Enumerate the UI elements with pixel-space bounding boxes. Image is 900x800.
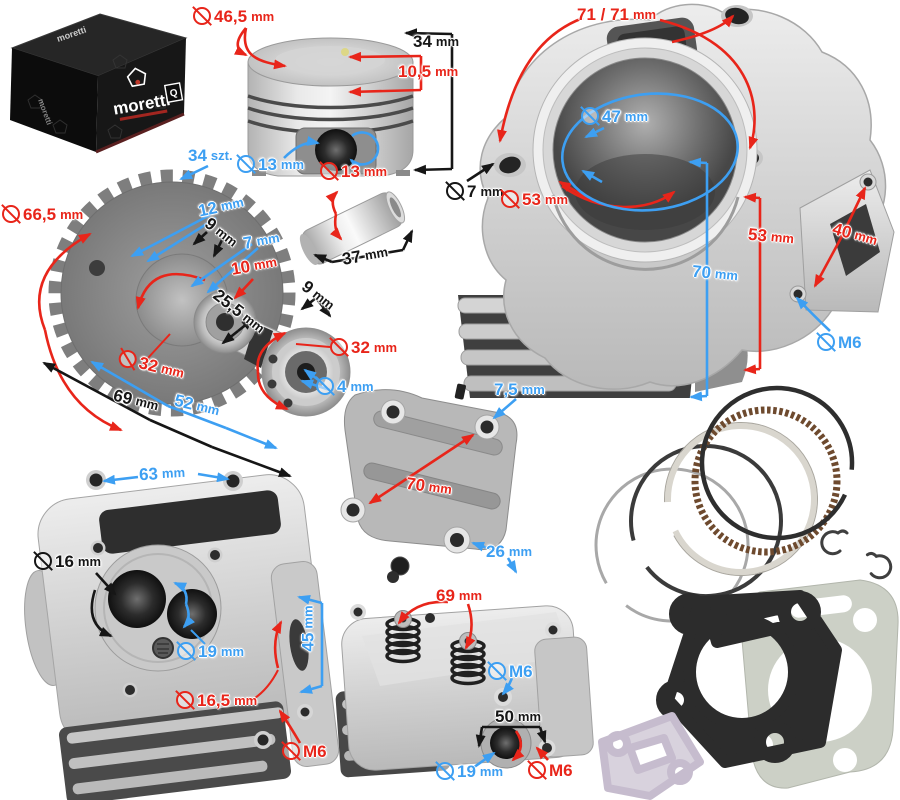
head2-m6-hole-red: [542, 743, 552, 753]
cylinder-head-spring-side: [335, 604, 594, 778]
oil-ring-spring: [691, 406, 841, 556]
cam-sprocket-teeth: [48, 169, 296, 417]
head-top-recess: [99, 490, 281, 554]
piston-pin-bore-hole: [315, 129, 357, 171]
exhaust-valve: [167, 589, 217, 639]
intake-valve: [108, 570, 166, 628]
cylinder-stud-hole-left: [499, 156, 521, 174]
black-dimension-arrows: [42, 28, 547, 748]
rocker-arm-assembly: [340, 383, 518, 583]
head-fins: [66, 707, 284, 795]
valve-spring-intake: [385, 616, 421, 664]
moretti-box: moretti Q moretti moretti: [10, 13, 188, 154]
rocker-bolt-bosses: [340, 399, 500, 554]
head-side-slot: [289, 619, 309, 671]
head-gasket: [656, 590, 842, 768]
circlips: [820, 529, 893, 580]
box-logo-star-icon: [126, 67, 147, 88]
blue-dimension-arrows: [90, 92, 831, 772]
piston-rings: [594, 385, 855, 623]
cam-lobe: [244, 323, 273, 368]
camshaft: [48, 169, 351, 417]
box-q-badge: Q: [169, 87, 179, 99]
piston-pin: [299, 191, 406, 265]
piston: [247, 37, 414, 177]
head-bolt-holes: [86, 470, 313, 749]
exhaust-gasket: [598, 712, 704, 800]
cylinder-m6-hole: [793, 289, 803, 299]
red-dimension-arrows: [37, 14, 867, 762]
rocker-adjuster-nut: [390, 556, 410, 576]
spark-plug-hole: [152, 637, 174, 659]
box-star-pattern: [27, 54, 168, 139]
cylinder-head-combustion-side: [24, 470, 340, 800]
piston-crown-mark: [341, 48, 349, 56]
cylinder: [457, 3, 895, 398]
